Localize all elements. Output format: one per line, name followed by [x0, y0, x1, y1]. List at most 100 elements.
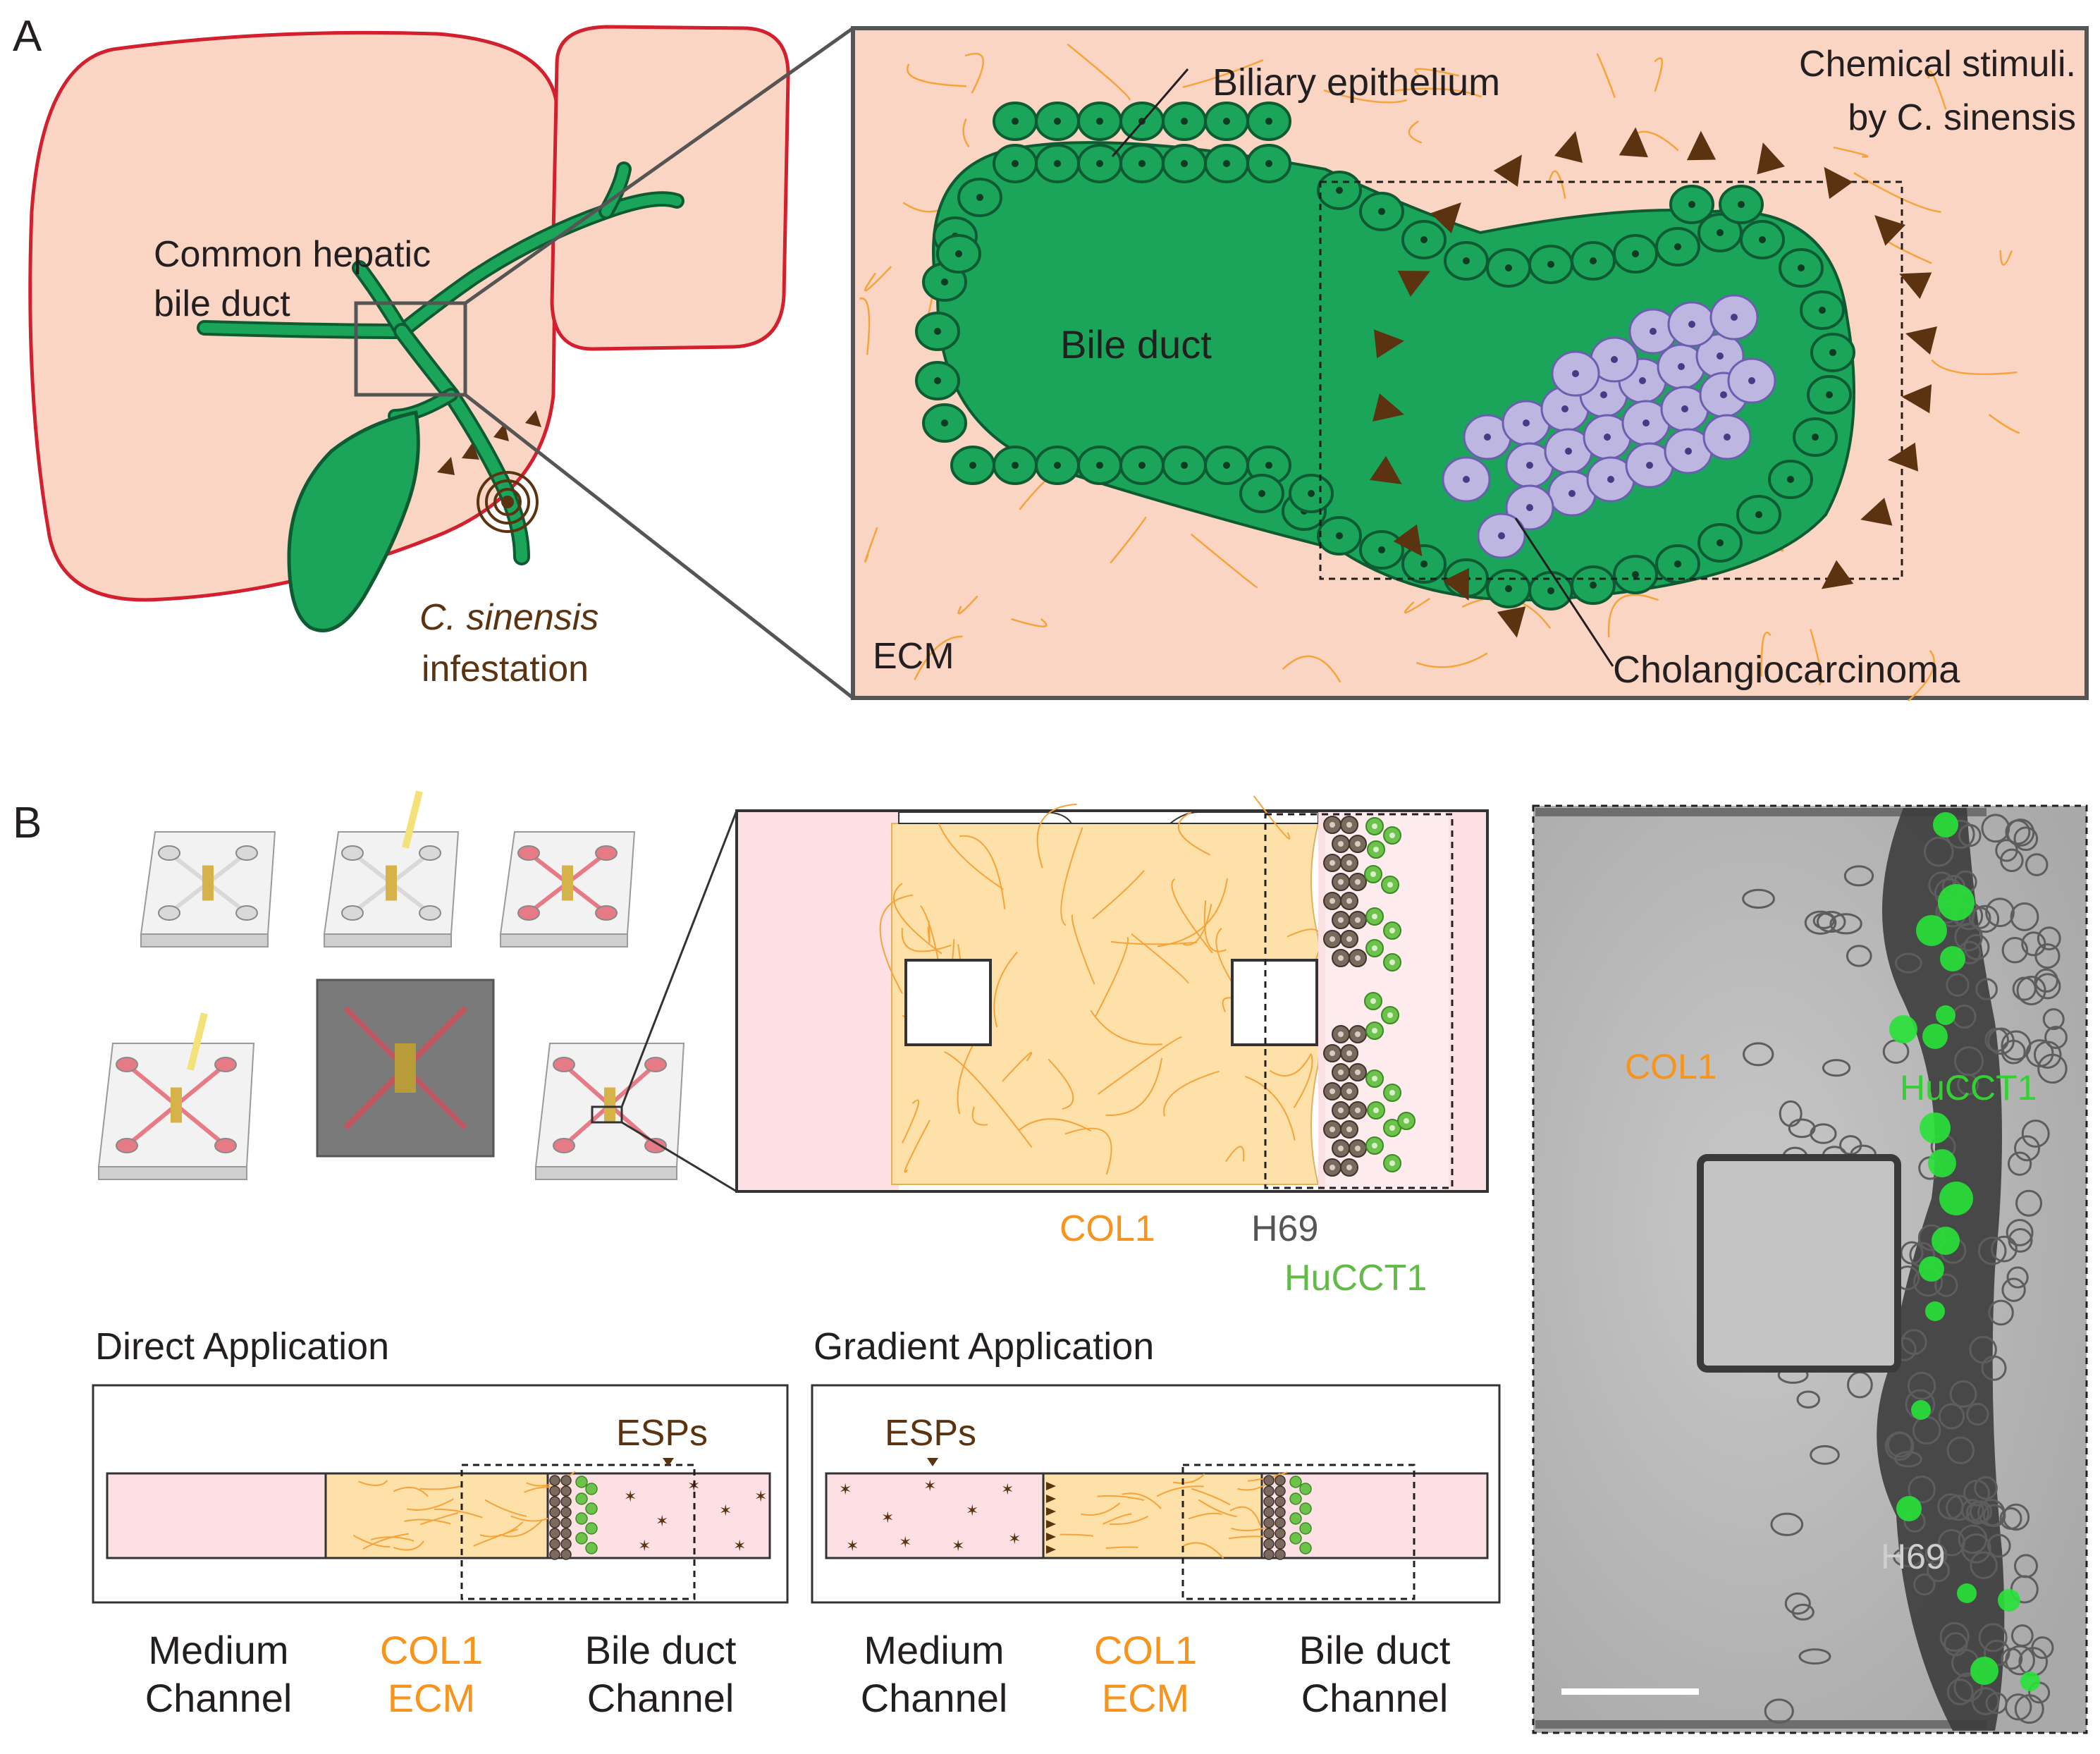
- spread-cell: [1816, 911, 1846, 933]
- stimuli-label-1: Chemical stimuli.: [1799, 44, 2076, 85]
- h69-nucleus: [1338, 955, 1344, 961]
- round-cell: [2042, 1008, 2065, 1031]
- direct-col1-2: ECM: [388, 1676, 475, 1720]
- esp-triangle: [1757, 142, 1785, 175]
- h69-cell: [1275, 1517, 1286, 1528]
- direct-medium-2: Channel: [145, 1676, 293, 1720]
- cell-nucleus: [934, 328, 941, 335]
- hucct1-nucleus: [1372, 945, 1377, 951]
- esp-mark: ✶: [923, 1477, 936, 1495]
- esp-triangle: [1373, 329, 1405, 359]
- col1-fiber: [1103, 1513, 1132, 1525]
- tumor-nucleus: [1565, 448, 1572, 455]
- round-cell: [2001, 1039, 2026, 1065]
- h69-nucleus: [1355, 1031, 1361, 1037]
- cell-nucleus: [1420, 560, 1427, 568]
- col1-fiber: [1171, 878, 1214, 954]
- pipette-tip: [402, 790, 423, 849]
- chip-port: [419, 905, 441, 921]
- chip: [499, 831, 636, 947]
- spread-cell: [1894, 1451, 1922, 1468]
- tumor-cells: [1442, 294, 1776, 559]
- col1-fiber: [370, 1536, 415, 1542]
- cell-nucleus: [955, 250, 962, 257]
- hucct1-fluorescent-cell: [1911, 1400, 1931, 1420]
- h69-nucleus: [1346, 936, 1352, 942]
- h69-nucleus: [1355, 1069, 1361, 1075]
- cell-nucleus: [1265, 118, 1272, 125]
- esp-mark: ✶: [839, 1480, 852, 1498]
- esp-mark: ✶: [1008, 1530, 1021, 1547]
- esp-mark: ✶: [881, 1509, 894, 1526]
- col1-fiber: [1036, 803, 1077, 869]
- esp-triangle: [1887, 442, 1919, 472]
- round-cell: [1963, 933, 1990, 961]
- tumor-nucleus: [1600, 391, 1607, 398]
- col1-fiber: [1225, 1146, 1245, 1163]
- col1-fiber: [879, 894, 914, 994]
- chip-port: [595, 905, 618, 921]
- cell-nucleus: [941, 278, 948, 286]
- chip-gel: [202, 865, 214, 901]
- esp-mark: ✶: [846, 1537, 859, 1554]
- esp-mark: ✶: [719, 1502, 732, 1519]
- h69-nucleus: [1355, 955, 1361, 961]
- cell-nucleus: [1181, 118, 1188, 125]
- ecm-fiber: [1323, 89, 1407, 104]
- hucct1-fluorescent-cell: [1889, 1015, 1917, 1043]
- cell-nucleus: [1223, 160, 1230, 167]
- cell-nucleus: [1138, 462, 1146, 469]
- hucct1-cell: [575, 1476, 588, 1488]
- chip-steps: [97, 790, 685, 1180]
- round-cell: [1908, 1475, 1936, 1504]
- gradient-application: Gradient Application ✶✶✶✶✶✶✶✶✶ ESPs: [811, 1325, 1501, 1604]
- h69-nucleus: [1330, 1088, 1335, 1094]
- chip-gel: [604, 1087, 615, 1123]
- cell-nucleus: [1181, 462, 1188, 469]
- esp-mark: ✶: [754, 1488, 767, 1505]
- col1-fiber: [944, 1051, 1033, 1148]
- col1-fiber: [1098, 1036, 1183, 1095]
- chip-port: [553, 1057, 575, 1072]
- round-cell: [2006, 1218, 2034, 1246]
- round-cell: [2001, 1277, 2026, 1302]
- gradient-title: Gradient Application: [813, 1325, 1154, 1368]
- hucct1-nucleus: [1372, 1143, 1377, 1148]
- chip-port: [419, 845, 441, 861]
- col1-fiber: [1064, 1127, 1112, 1175]
- ecm-fiber: [1810, 629, 1822, 686]
- hucct1-nucleus: [1389, 959, 1395, 965]
- round-cell: [1974, 1476, 1998, 1500]
- cell-nucleus: [1632, 571, 1639, 578]
- round-cell: [2021, 1120, 2050, 1148]
- col1-label-zoom: COL1: [1060, 1208, 1155, 1249]
- chip-edge: [140, 933, 269, 947]
- cell-nucleus: [1096, 160, 1103, 167]
- ecm-fiber: [1394, 87, 1482, 98]
- direct-bile-2: Channel: [587, 1676, 735, 1720]
- cell-nucleus: [1378, 546, 1385, 553]
- spread-cell: [1779, 1100, 1803, 1127]
- tumor-nucleus: [1526, 462, 1533, 469]
- h69-nucleus: [1338, 1069, 1344, 1075]
- ecm-fiber: [864, 266, 892, 292]
- pipette-tip: [187, 1012, 208, 1071]
- cell-nucleus: [1798, 264, 1805, 271]
- col1-fiber: [1110, 940, 1198, 945]
- h69-cell: [549, 1485, 560, 1497]
- h69-nucleus: [1338, 1108, 1344, 1113]
- hucct1-nucleus: [1372, 1028, 1377, 1034]
- hucct1-fluorescent-cell: [1970, 1657, 1998, 1685]
- h69-nucleus: [1330, 860, 1335, 866]
- ecm-fiber: [1408, 120, 1423, 144]
- hucct1-cell: [1299, 1502, 1312, 1515]
- infestation-species-label: C. sinensis: [419, 597, 598, 638]
- col1-fiber: [434, 1508, 483, 1519]
- cell-nucleus: [1138, 160, 1146, 167]
- h69-cell: [549, 1549, 560, 1560]
- col1-fiber: [1060, 827, 1083, 926]
- ecm-fiber: [1282, 655, 1341, 683]
- chip-port: [235, 905, 258, 921]
- chip: [534, 1043, 685, 1180]
- chip: [140, 831, 276, 947]
